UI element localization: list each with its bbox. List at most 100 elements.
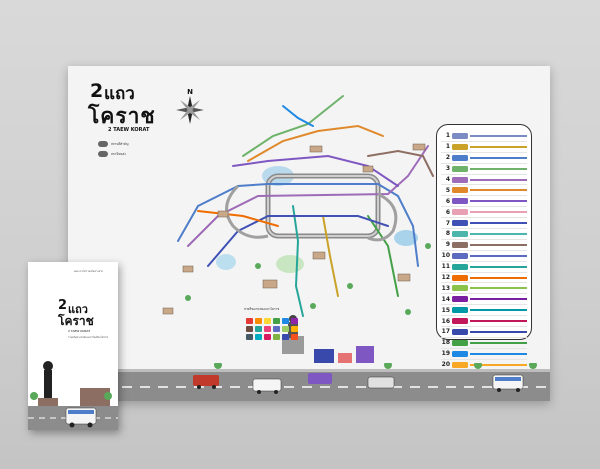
palette-swatch — [273, 334, 280, 340]
route-row: 4 — [441, 175, 527, 186]
legend-item: สถานีขนส่ง — [98, 151, 146, 157]
route-color-bar — [470, 265, 527, 268]
landmark — [217, 210, 229, 218]
van-icon — [452, 328, 468, 335]
route-row: 13 — [441, 283, 527, 295]
booklet-subtitle: รวมเส้นทางรถสองแถวในเมืองโคราช — [68, 336, 109, 339]
route-row: 2 — [441, 153, 527, 164]
van-icon — [452, 165, 468, 172]
van-icon — [452, 263, 468, 270]
route-number: 6 — [445, 208, 450, 216]
route-color-bar — [470, 134, 527, 137]
landmark — [397, 273, 411, 282]
van-icon — [452, 176, 468, 183]
legend-swatch — [98, 141, 108, 147]
route-row: 8 — [441, 229, 527, 240]
van-icon — [452, 241, 468, 248]
route-color-bar — [470, 211, 527, 214]
van-icon — [452, 252, 468, 259]
route-color-bar — [470, 363, 527, 366]
route-number: 1 — [445, 132, 450, 140]
van-icon — [452, 198, 468, 205]
compass-icon: N — [172, 86, 208, 130]
route-row: 9 — [441, 240, 527, 251]
route-row: 16 — [441, 316, 527, 328]
songthaew-vans — [193, 373, 524, 392]
palette-title: สายสีของรถสองแถวโคราช — [244, 307, 280, 311]
logo-number: 2 — [90, 80, 104, 102]
van-icon — [452, 307, 468, 314]
route-row: 14 — [441, 294, 527, 306]
route-color-bar — [470, 320, 527, 323]
route-number: 8 — [445, 230, 450, 238]
palette-swatch — [282, 334, 289, 340]
landmark — [362, 165, 374, 173]
route-line — [367, 149, 434, 177]
route-row: 19 — [441, 349, 527, 360]
van-icon — [452, 143, 468, 150]
route-number: 17 — [441, 328, 450, 336]
route-line — [367, 215, 399, 297]
route-color-bar — [470, 189, 527, 192]
landmark — [182, 265, 194, 273]
route-row: 6 — [441, 196, 527, 208]
palette-swatch — [291, 318, 298, 324]
landmark — [412, 143, 426, 151]
landmark — [162, 307, 174, 315]
route-row: 6 — [441, 207, 527, 219]
route-line — [282, 105, 314, 127]
compass-letter: N — [187, 88, 193, 96]
route-color-bar — [470, 232, 527, 235]
route-number: 13 — [441, 284, 450, 292]
route-color-bar — [470, 298, 527, 301]
palette-swatch — [246, 318, 253, 324]
route-line — [187, 145, 429, 247]
logo-english: 2 TAEW KORAT — [108, 127, 150, 133]
van-icon — [452, 209, 468, 216]
route-color-palette — [246, 318, 298, 340]
road — [225, 184, 269, 239]
logo-thai-top: แถว — [104, 84, 135, 104]
route-color-bar — [470, 145, 527, 148]
booklet-logo-thai-top: แถว — [68, 303, 88, 316]
street-scene — [68, 363, 550, 401]
logo-thai-main: โคราช — [88, 104, 156, 128]
route-map-lines — [162, 95, 434, 363]
route-number: 14 — [441, 295, 450, 303]
booklet-top-text: สองแถวโคราชเส้นทางสาย — [74, 270, 103, 273]
route-number: 15 — [441, 306, 450, 314]
route-number: 1 — [445, 143, 450, 151]
booklet-brochure: สองแถวโคราชเส้นทางสาย 2 แถว โคราช 2 TAEW… — [28, 262, 118, 430]
palette-swatch — [273, 326, 280, 332]
route-color-bar — [470, 156, 527, 159]
legend-item: สถานที่สำคัญ — [98, 141, 146, 147]
route-number: 18 — [441, 339, 450, 347]
route-row: 5 — [441, 185, 527, 197]
route-line — [232, 154, 399, 187]
route-number: 20 — [441, 361, 450, 369]
route-number: 19 — [441, 350, 450, 358]
route-line — [197, 210, 279, 227]
route-row: 17 — [441, 327, 527, 338]
landmark — [262, 279, 278, 289]
booklet-logo-number: 2 — [58, 298, 68, 313]
palette-swatch — [246, 326, 253, 332]
palette-swatch — [246, 334, 253, 340]
van-icon — [452, 220, 468, 227]
van-icon — [452, 187, 468, 194]
route-row: 10 — [441, 251, 527, 262]
van-icon — [452, 132, 468, 139]
van-icon — [452, 230, 468, 237]
route-row: 15 — [441, 305, 527, 317]
route-number: 5 — [445, 186, 450, 194]
roadside-buildings — [314, 346, 374, 363]
route-color-bar — [470, 330, 527, 333]
palette-swatch — [291, 334, 298, 340]
van-icon — [452, 296, 468, 303]
road — [367, 192, 398, 242]
route-map-poster: 2 แถว โคราช 2 TAEW KORAT สถานที่สำคัญ สถ… — [68, 66, 550, 401]
route-color-bar — [470, 309, 527, 312]
route-color-bar — [470, 287, 527, 290]
landmark — [309, 145, 323, 153]
